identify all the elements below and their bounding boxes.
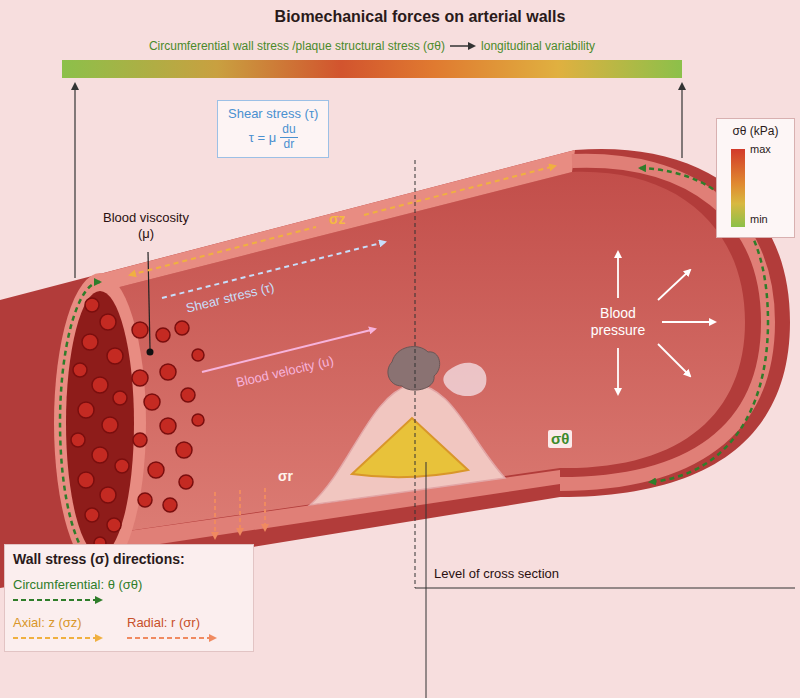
bar-leader bbox=[74, 84, 75, 278]
legend-item: Radial: r (σr) bbox=[127, 615, 217, 643]
thrombus-ghost bbox=[443, 363, 486, 396]
scale-min: min bbox=[750, 213, 768, 225]
radial-arrows bbox=[215, 488, 265, 538]
leader-line bbox=[415, 588, 795, 589]
legend-box: Wall stress (σ) directions: Circumferenti… bbox=[4, 544, 254, 652]
header-arrow bbox=[450, 41, 476, 51]
legend-heading: Wall stress (σ) directions: bbox=[13, 551, 185, 567]
header-row: Circumferential wall stress /plaque stru… bbox=[62, 39, 682, 53]
circumferential-arrow bbox=[60, 282, 100, 564]
axial-arrow bbox=[364, 166, 555, 215]
formula-row: τ = μ dudr bbox=[228, 123, 318, 152]
header-text: Circumferential wall stress /plaque stru… bbox=[149, 39, 445, 53]
leader-dot bbox=[147, 349, 154, 356]
diagram-title: Biomechanical forces on arterial walls bbox=[220, 8, 620, 26]
legend-item: Circumferential: θ (σθ) bbox=[13, 577, 142, 605]
legend-text: Circumferential: θ (σθ) bbox=[13, 577, 142, 592]
formula-box: Shear stress (τ) τ = μ dudr bbox=[217, 100, 329, 158]
axial-stress-label: σz bbox=[329, 211, 346, 228]
formula-title: Shear stress (τ) bbox=[228, 106, 318, 121]
fraction-numerator: du bbox=[280, 123, 297, 138]
wall-cross-face bbox=[54, 273, 146, 573]
scale-bar bbox=[731, 149, 745, 227]
cross-section-line bbox=[415, 160, 416, 588]
lumen-opening bbox=[66, 291, 134, 555]
legend-line-sample bbox=[13, 595, 103, 605]
color-scale-box: σθ (kPa) max min bbox=[716, 118, 795, 238]
stress-bar bbox=[62, 60, 682, 78]
axial-arrow bbox=[130, 227, 316, 275]
lipid-core bbox=[352, 418, 468, 477]
thrombus bbox=[388, 347, 440, 391]
radial-stress-label: σr bbox=[278, 468, 293, 485]
fraction: dudr bbox=[280, 123, 297, 152]
bar-leader bbox=[681, 84, 682, 158]
legend-text: Axial: z (σz) bbox=[13, 615, 103, 630]
cross-section-label: Level of cross section bbox=[434, 566, 559, 582]
plaque bbox=[310, 385, 505, 505]
leader-line bbox=[148, 252, 150, 349]
legend-text: Radial: r (σr) bbox=[127, 615, 217, 630]
red-blood-cells bbox=[71, 298, 204, 549]
circumferential-stress-label: σθ bbox=[548, 430, 572, 448]
formula-text: τ = μ bbox=[249, 130, 276, 145]
legend-item: Axial: z (σz) bbox=[13, 615, 103, 643]
artery-wall bbox=[0, 149, 790, 588]
leader-line bbox=[426, 462, 427, 698]
wall-cut-face bbox=[100, 150, 575, 292]
pressure-label: Blood pressure bbox=[582, 305, 654, 339]
viscosity-label: Blood viscosity (μ) bbox=[100, 210, 192, 241]
legend-line-sample bbox=[13, 633, 103, 643]
header-text: longitudinal variability bbox=[481, 39, 595, 53]
legend-line-sample bbox=[127, 633, 217, 643]
fraction-denominator: dr bbox=[284, 138, 295, 152]
scale-title: σθ (kPa) bbox=[717, 124, 794, 138]
scale-max: max bbox=[750, 143, 771, 155]
